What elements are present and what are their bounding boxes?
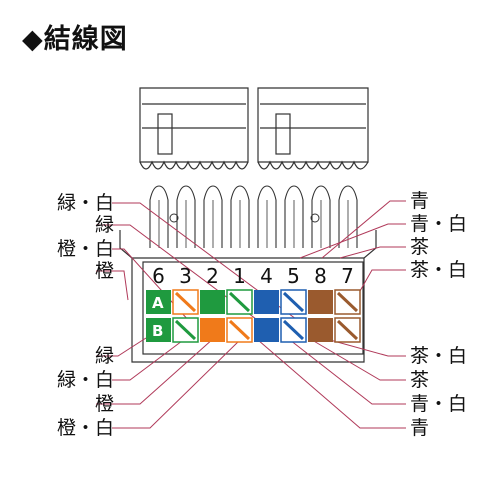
label-left-4: 橙 xyxy=(94,260,114,282)
leader-left-4 xyxy=(96,270,129,301)
leader-left-8 xyxy=(112,337,243,429)
rivet-marker xyxy=(310,213,320,223)
row-b-cell-5 xyxy=(254,318,279,342)
label-right-4: 茶・白 xyxy=(410,259,468,281)
terminal-row-a: A xyxy=(146,289,361,315)
row-a-stripe-4 xyxy=(228,291,251,313)
label-left-3: 橙・白 xyxy=(56,238,114,260)
leader-left-2 xyxy=(96,224,261,323)
leader-left-5 xyxy=(96,337,147,357)
row-b-stripe-6 xyxy=(282,319,305,341)
label-right-5: 茶・白 xyxy=(410,345,468,367)
leader-right-7 xyxy=(289,339,406,405)
leader-left-7 xyxy=(96,337,215,405)
row-a-cell-3 xyxy=(200,290,225,314)
idc-slot xyxy=(311,185,331,248)
label-right-1: 青 xyxy=(410,190,430,212)
row-b-stripe-2 xyxy=(174,319,197,341)
pin-number-7: 7 xyxy=(341,264,354,288)
plug-housings xyxy=(139,87,369,170)
pin-number-8: 8 xyxy=(314,264,327,288)
label-left-1: 緑・白 xyxy=(56,192,114,214)
row-b-stripe-4 xyxy=(228,319,251,341)
label-left-8: 橙・白 xyxy=(56,417,114,439)
row-a-cell-5 xyxy=(254,290,279,314)
label-left-2: 緑 xyxy=(94,214,114,236)
leader-right-4 xyxy=(355,269,406,299)
diagram-heading: ◆結線図 xyxy=(22,24,128,55)
leader-right-5 xyxy=(329,339,406,357)
leader-right-6 xyxy=(311,339,406,381)
row-a-label: A xyxy=(152,294,164,312)
leader-left-1 xyxy=(112,202,301,323)
row-a-stripe-6 xyxy=(282,291,305,313)
label-right-7: 青・白 xyxy=(410,393,468,415)
row-a-stripe-8 xyxy=(336,291,359,313)
idc-slot xyxy=(257,185,277,248)
leader-lines xyxy=(96,200,406,429)
leader-right-8 xyxy=(257,339,406,429)
jack-body xyxy=(119,230,377,363)
leader-right-2 xyxy=(299,223,406,259)
row-b-label: B xyxy=(152,322,163,340)
row-b-cell-7 xyxy=(308,318,333,342)
label-right-6: 茶 xyxy=(410,369,430,391)
pin-number-4: 4 xyxy=(260,264,273,288)
idc-slot xyxy=(284,185,304,248)
pin-number-6: 6 xyxy=(152,264,165,288)
idc-slot xyxy=(176,185,196,248)
leader-right-3 xyxy=(339,246,406,259)
idc-slot xyxy=(203,185,223,248)
label-left-6: 緑・白 xyxy=(56,369,114,391)
rivet-marker xyxy=(169,213,179,223)
row-b-cell-1 xyxy=(146,318,171,342)
row-b-cell-3 xyxy=(200,318,225,342)
row-a-cell-7 xyxy=(308,290,333,314)
idc-slot xyxy=(230,185,250,248)
leader-left-6 xyxy=(112,337,187,381)
row-a-stripe-2 xyxy=(174,291,197,313)
label-left-7: 橙 xyxy=(94,393,114,415)
label-right-8: 青 xyxy=(410,417,430,439)
pin-number-2: 2 xyxy=(206,264,219,288)
label-left-5: 緑 xyxy=(94,345,114,367)
pin-number-1: 1 xyxy=(233,264,246,288)
leader-right-1 xyxy=(321,200,406,259)
idc-slots xyxy=(149,185,358,248)
pin-number-3: 3 xyxy=(179,264,192,288)
label-right-2: 青・白 xyxy=(410,213,468,235)
idc-slot xyxy=(149,185,169,248)
row-b-stripe-8 xyxy=(336,319,359,341)
row-a-cell-1 xyxy=(146,290,171,314)
idc-slot xyxy=(338,185,358,248)
terminal-row-b: B xyxy=(146,317,361,343)
pin-number-5: 5 xyxy=(287,264,300,288)
label-right-3: 茶 xyxy=(410,236,430,258)
